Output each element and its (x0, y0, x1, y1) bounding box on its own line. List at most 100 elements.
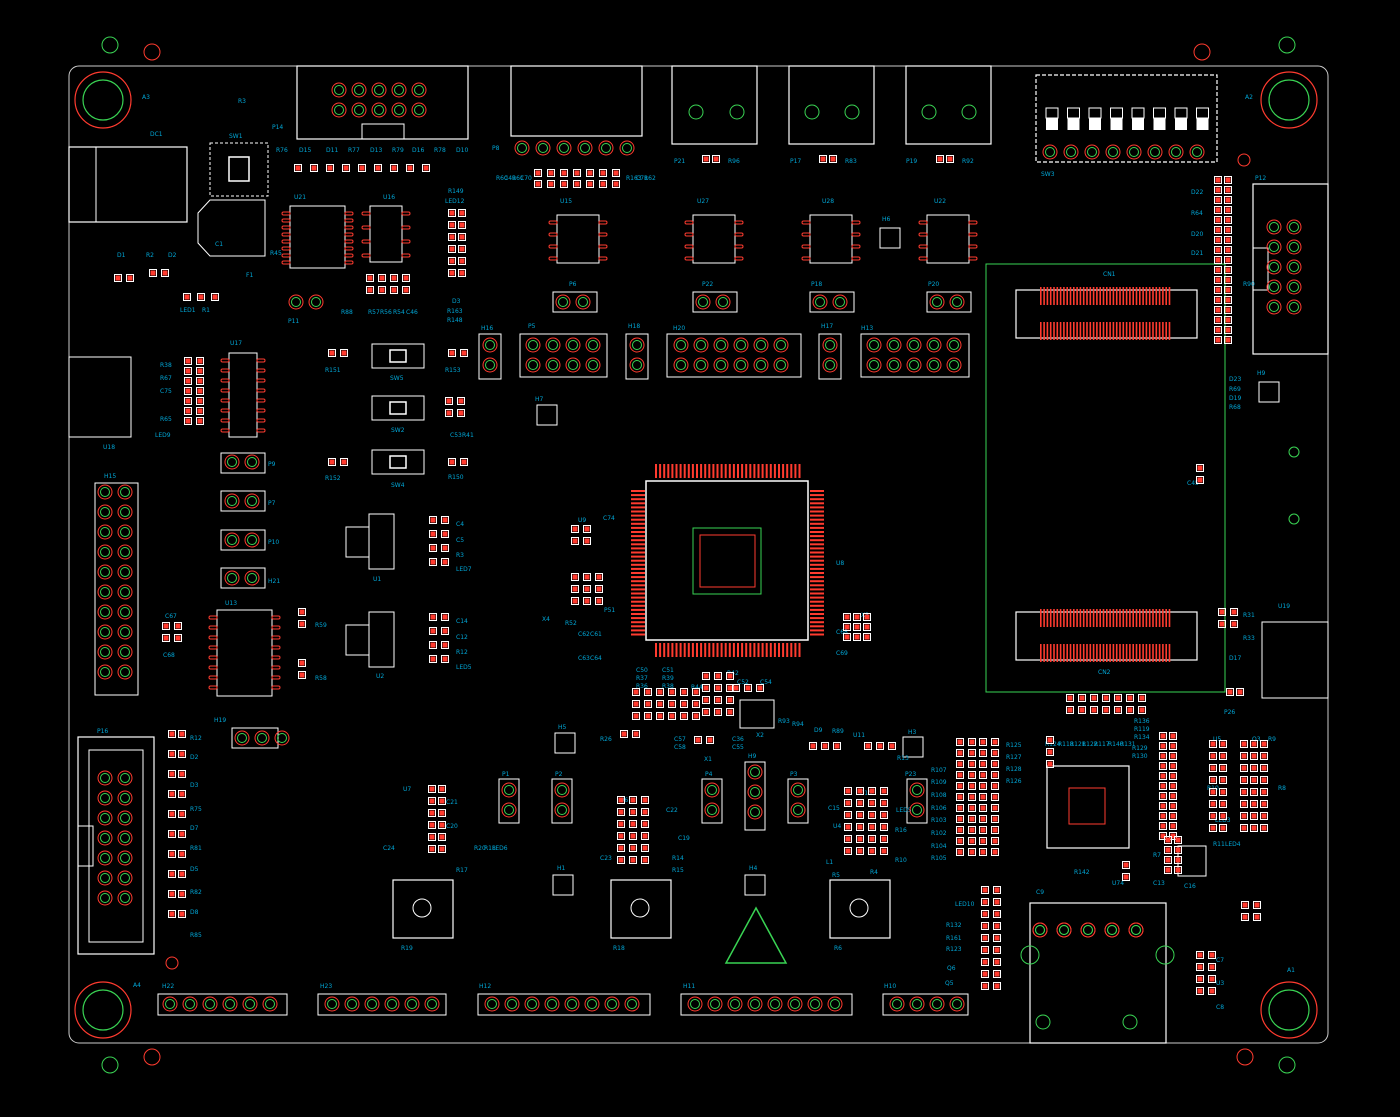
svg-text:R163: R163 (626, 175, 642, 182)
svg-text:R2: R2 (146, 252, 154, 259)
svg-text:X4: X4 (542, 616, 550, 623)
svg-text:U28: U28 (822, 198, 834, 205)
svg-text:C71: C71 (636, 175, 648, 182)
ethernet-area: R142 C9 R136 R119 R134 R124 R118 R121 R1… (931, 718, 1286, 1044)
svg-text:C7: C7 (1216, 957, 1224, 964)
svg-text:P51: P51 (604, 607, 615, 614)
svg-text:U15: U15 (560, 198, 572, 205)
svg-text:P16: P16 (97, 728, 108, 735)
svg-text:D21: D21 (1191, 250, 1203, 257)
svg-text:C75: C75 (160, 388, 172, 395)
through-hole-pads (97, 82, 1302, 1012)
svg-text:R127: R127 (1006, 754, 1022, 761)
svg-text:U22: U22 (934, 198, 946, 205)
svg-text:R67: R67 (160, 375, 172, 382)
svg-text:R161: R161 (946, 935, 962, 942)
svg-text:R31: R31 (1243, 612, 1255, 619)
svg-text:LED3: LED3 (1215, 817, 1231, 824)
label-p12: P12 (1255, 175, 1266, 182)
connector-p8: P8 (492, 65, 643, 152)
ic-u21 (289, 205, 346, 269)
svg-text:R57: R57 (368, 309, 380, 316)
svg-text:U18: U18 (103, 444, 115, 451)
svg-text:H5: H5 (558, 724, 567, 731)
svg-text:X1: X1 (704, 756, 712, 763)
svg-text:L1: L1 (826, 859, 833, 866)
svg-text:R33: R33 (1243, 635, 1255, 642)
svg-text:R90: R90 (1243, 281, 1255, 288)
svg-text:C10: C10 (860, 790, 872, 797)
svg-text:D9: D9 (814, 727, 823, 734)
svg-text:C16: C16 (1184, 883, 1196, 890)
svg-text:H13: H13 (861, 325, 873, 332)
svg-text:H12: H12 (479, 983, 491, 990)
svg-text:LED9: LED9 (155, 432, 171, 439)
svg-text:U17: U17 (230, 340, 242, 347)
mcu-u8: U8 (631, 464, 844, 657)
svg-text:C19: C19 (678, 835, 690, 842)
svg-text:R149: R149 (448, 188, 464, 195)
svg-text:C21: C21 (446, 799, 458, 806)
svg-text:R69: R69 (1229, 386, 1241, 393)
svg-text:H9: H9 (748, 753, 757, 760)
svg-text:C55: C55 (732, 744, 744, 751)
svg-text:R140: R140 (1108, 741, 1124, 748)
svg-text:LED12: LED12 (445, 198, 465, 205)
header-row: H16 P5 H18 H20 H17 H13 R151 R153 SW5 SW2… (325, 323, 970, 489)
svg-text:H16: H16 (481, 325, 493, 332)
svg-text:R142: R142 (1074, 869, 1090, 876)
svg-text:U9: U9 (578, 517, 586, 524)
svg-text:R17: R17 (456, 867, 468, 874)
svg-text:R18: R18 (613, 945, 625, 952)
mounting-hole-a4: A4 (74, 981, 141, 1039)
dc-jack-dc1: DC1 (68, 131, 188, 223)
svg-text:D3: D3 (452, 298, 461, 305)
svg-text:R148: R148 (447, 317, 463, 324)
connector-p17: P17 (788, 65, 875, 165)
svg-text:R126: R126 (1006, 778, 1022, 785)
svg-text:R12: R12 (190, 735, 202, 742)
connector-p21: P21 (671, 65, 758, 165)
svg-text:P4: P4 (705, 771, 713, 778)
svg-text:H15: H15 (104, 473, 116, 480)
svg-text:H17: H17 (821, 323, 833, 330)
svg-text:D13: D13 (370, 147, 382, 154)
svg-text:R8: R8 (1278, 785, 1286, 792)
svg-text:P18: P18 (811, 281, 822, 288)
svg-text:R102: R102 (931, 830, 947, 837)
svg-text:D8: D8 (190, 909, 199, 916)
label-p21: P21 (674, 158, 685, 165)
svg-text:H10: H10 (884, 983, 896, 990)
svg-text:R93: R93 (778, 718, 790, 725)
svg-text:C13: C13 (1153, 880, 1165, 887)
svg-text:C68: C68 (836, 629, 848, 636)
svg-text:C68: C68 (163, 652, 175, 659)
svg-text:R62: R62 (644, 175, 656, 182)
svg-text:R103: R103 (931, 817, 947, 824)
svg-text:R13: R13 (897, 755, 909, 762)
left-column: R38 R67 C75 R65 LED9 U17 U18 P9 P7 P10 H… (68, 340, 327, 955)
dip-switch-sw3: SW3 (1035, 74, 1218, 178)
svg-text:U19: U19 (1278, 603, 1290, 610)
svg-text:R15: R15 (672, 867, 684, 874)
svg-text:C58: C58 (674, 744, 686, 751)
label-p8: P8 (492, 145, 500, 152)
svg-text:R88: R88 (341, 309, 353, 316)
svg-text:LED5: LED5 (896, 807, 912, 814)
svg-text:C52: C52 (737, 679, 749, 686)
svg-text:SW4: SW4 (391, 482, 405, 489)
svg-text:C74: C74 (603, 515, 615, 522)
svg-text:H19: H19 (214, 717, 226, 724)
svg-text:D3: D3 (190, 782, 199, 789)
svg-text:H22: H22 (162, 983, 174, 990)
sensor-row: U15 U27 U28 U22 R60 C49 R61 C70 R163 C71… (496, 158, 974, 313)
svg-text:R45: R45 (270, 250, 282, 257)
svg-text:R85: R85 (190, 932, 202, 939)
svg-text:H4: H4 (749, 865, 758, 872)
svg-text:R41: R41 (462, 432, 474, 439)
svg-text:U5: U5 (1213, 736, 1221, 743)
bottom-headers: H22 H23 H12 H11 H10 (157, 983, 969, 1016)
svg-text:R68: R68 (1229, 404, 1241, 411)
svg-text:R152: R152 (325, 475, 341, 482)
svg-text:C70: C70 (520, 175, 532, 182)
